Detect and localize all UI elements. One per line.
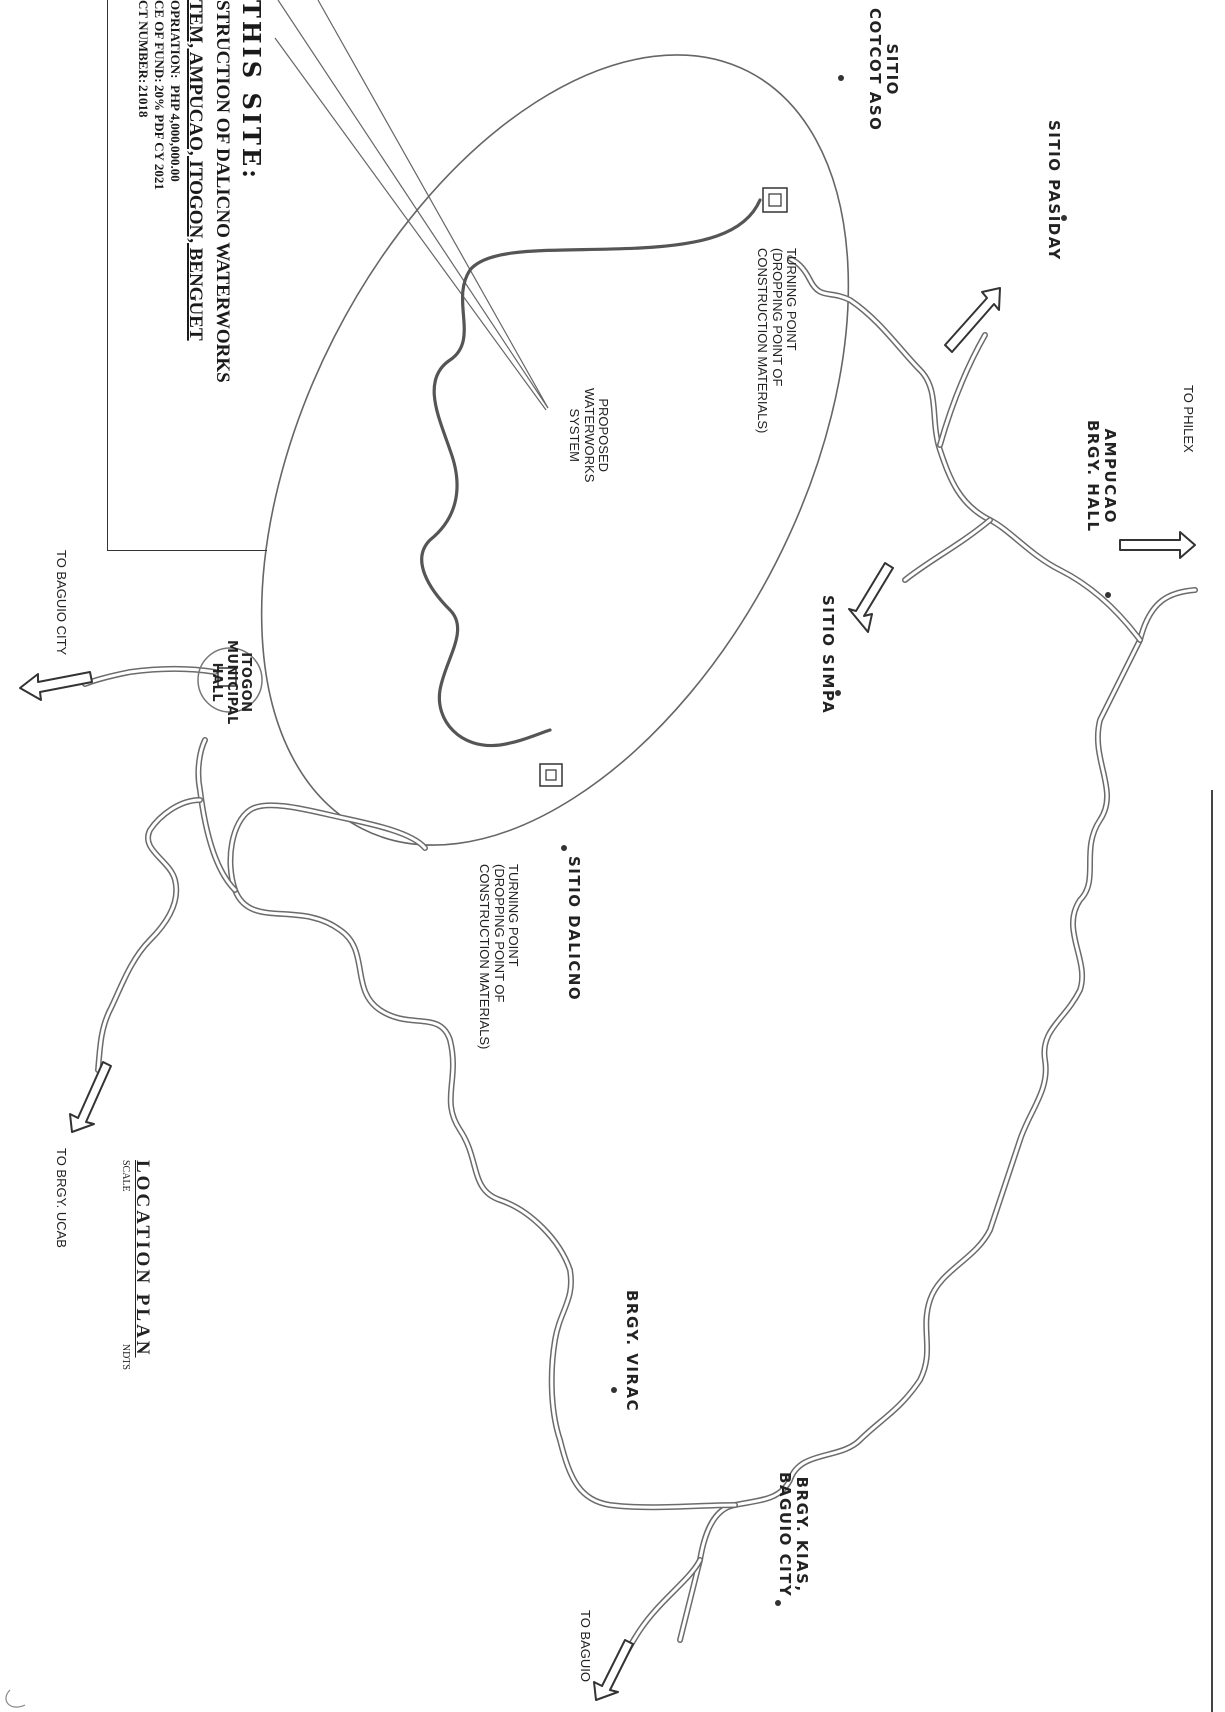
title-block-frame bbox=[107, 0, 267, 551]
project-title-line1: STRUCTION OF DALICNO WATERWORKS bbox=[212, 0, 233, 383]
appropriation-value: PHP 4,000,000.00 bbox=[168, 85, 183, 182]
leader-line bbox=[277, 0, 549, 409]
place-dots bbox=[561, 75, 1111, 1606]
appropriation-label: OPRIATION: bbox=[168, 0, 183, 79]
scale-value: NDTS bbox=[120, 1343, 132, 1370]
arrow-to-pasiday bbox=[944, 287, 1001, 353]
road-west-loop bbox=[82, 666, 738, 1668]
arrow-to-philex bbox=[1119, 531, 1196, 559]
fund-label: CE OF FUND: bbox=[152, 0, 167, 83]
label-to-brgy-ucab: TO BRGY. UCAB bbox=[54, 1148, 69, 1248]
fund-value: 20% PDF CY 2021 bbox=[152, 85, 167, 190]
legend-block: LOCATION PLAN SCALE NDTS bbox=[120, 1160, 153, 1370]
arrow-to-baguio-bottom bbox=[593, 1639, 634, 1701]
legend-title: LOCATION PLAN bbox=[132, 1160, 153, 1358]
label-turning-point-top: TURNING POINT (DROPPING POINT OF CONSTRU… bbox=[755, 248, 799, 434]
contract-label: CT NUMBER: bbox=[136, 0, 151, 84]
leader-line bbox=[274, 37, 547, 411]
label-to-baguio: TO BAGUIO bbox=[578, 1610, 593, 1682]
label-to-baguio-city: TO BAGUIO CITY bbox=[54, 550, 69, 656]
contract-value: 21018 bbox=[136, 85, 151, 118]
fund-row: CE OF FUND: 20% PDF CY 2021 bbox=[151, 0, 167, 383]
leader-line bbox=[317, 0, 549, 409]
label-sitio-pasiday: SITIO PASIDAY bbox=[1045, 120, 1063, 261]
label-itogon-municipal-hall: ITOGON MUNICIPAL HALL bbox=[209, 640, 253, 725]
label-ampucao-brgy-hall: AMPUCAO BRGY. HALL bbox=[1084, 420, 1120, 533]
arrow-to-baguio-city-left bbox=[19, 671, 93, 701]
appropriation-row: OPRIATION: PHP 4,000,000.00 bbox=[167, 0, 183, 383]
label-sitio-cotcot-aso: SITIO COTCOT ASO bbox=[866, 8, 902, 132]
title-block: THIS SITE: STRUCTION OF DALICNO WATERWOR… bbox=[135, 0, 266, 383]
legend-scale: SCALE NDTS bbox=[120, 1160, 131, 1370]
label-proposed-waterworks: PROPOSED WATERWORKS SYSTEM bbox=[567, 388, 611, 483]
label-turning-point-bottom: TURNING POINT (DROPPING POINT OF CONSTRU… bbox=[477, 864, 521, 1050]
proposed-pipeline bbox=[420, 198, 762, 748]
label-brgy-virac: BRGY. VIRAC bbox=[623, 1290, 641, 1413]
arrow-to-ucab bbox=[69, 1061, 112, 1133]
road-ampucao bbox=[787, 255, 1143, 643]
arrow-to-simpa bbox=[848, 562, 894, 633]
label-to-philex: TO PHILEX bbox=[1181, 385, 1196, 453]
sheet-border bbox=[1211, 790, 1213, 1712]
scale-label: SCALE bbox=[120, 1160, 132, 1192]
reservoir-marker bbox=[762, 187, 788, 213]
contract-row: CT NUMBER: 21018 bbox=[135, 0, 151, 383]
title-heading: THIS SITE: bbox=[237, 0, 266, 182]
label-brgy-kias: BRGY. KIAS, BAGUIO CITY bbox=[776, 1472, 812, 1598]
project-title-line2: TEM, AMPUCAO, ITOGON, BENGUET bbox=[185, 0, 206, 341]
project-area-ellipse bbox=[260, 54, 850, 846]
municipal-hall-marker bbox=[197, 647, 263, 713]
label-sitio-simpa: SITIO SIMPA bbox=[819, 595, 837, 715]
label-sitio-dalicno: SITIO DALICNO bbox=[565, 856, 583, 1002]
intake-marker bbox=[539, 763, 563, 787]
road-east-loop bbox=[677, 587, 1198, 1643]
